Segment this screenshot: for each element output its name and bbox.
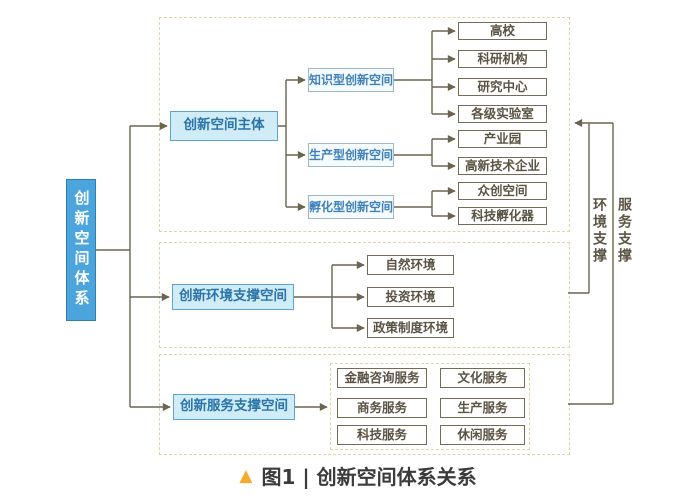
type-incubation-space: 孵化型创新空间 [308, 195, 394, 219]
label-environment-support: 环境支撑 [591, 197, 607, 265]
leaf-leisure-service: 休闲服务 [440, 425, 525, 445]
caption-title: 图1 | 创新空间体系关系 [261, 465, 477, 489]
caption-triangle-icon: ▲ [239, 465, 253, 486]
leaf-maker-spaces: 众创空间 [458, 182, 547, 200]
figure-caption: ▲ 图1 | 创新空间体系关系 [30, 461, 686, 490]
type-knowledge-space: 知识型创新空间 [308, 68, 394, 92]
leaf-investment-environment: 投资环境 [367, 287, 454, 307]
leaf-policy-environment: 政策制度环境 [367, 318, 454, 338]
leaf-tech-incubators: 科技孵化器 [458, 207, 547, 225]
leaf-business-service: 商务服务 [337, 398, 427, 418]
root-node: 创新空间体系 [66, 179, 96, 321]
hub-main-body: 创新空间主体 [170, 111, 278, 141]
leaf-technology-service: 科技服务 [337, 425, 427, 445]
hub-environment-support: 创新环境支撑空间 [172, 284, 294, 310]
leaf-cultural-service: 文化服务 [440, 368, 525, 388]
leaf-laboratories: 各级实验室 [458, 105, 547, 123]
label-service-support: 服务支撑 [616, 197, 632, 265]
hub-service-support: 创新服务支撑空间 [173, 394, 295, 420]
leaf-financial-consulting-service: 金融咨询服务 [337, 368, 427, 388]
leaf-hightech-enterprises: 高新技术企业 [458, 157, 547, 175]
leaf-research-centers: 研究中心 [458, 78, 547, 96]
leaf-universities: 高校 [458, 22, 547, 40]
leaf-production-service: 生产服务 [440, 398, 525, 418]
leaf-research-institutions: 科研机构 [458, 50, 547, 68]
leaf-natural-environment: 自然环境 [367, 255, 454, 275]
type-production-space: 生产型创新空间 [308, 143, 394, 167]
leaf-industrial-parks: 产业园 [458, 130, 547, 148]
